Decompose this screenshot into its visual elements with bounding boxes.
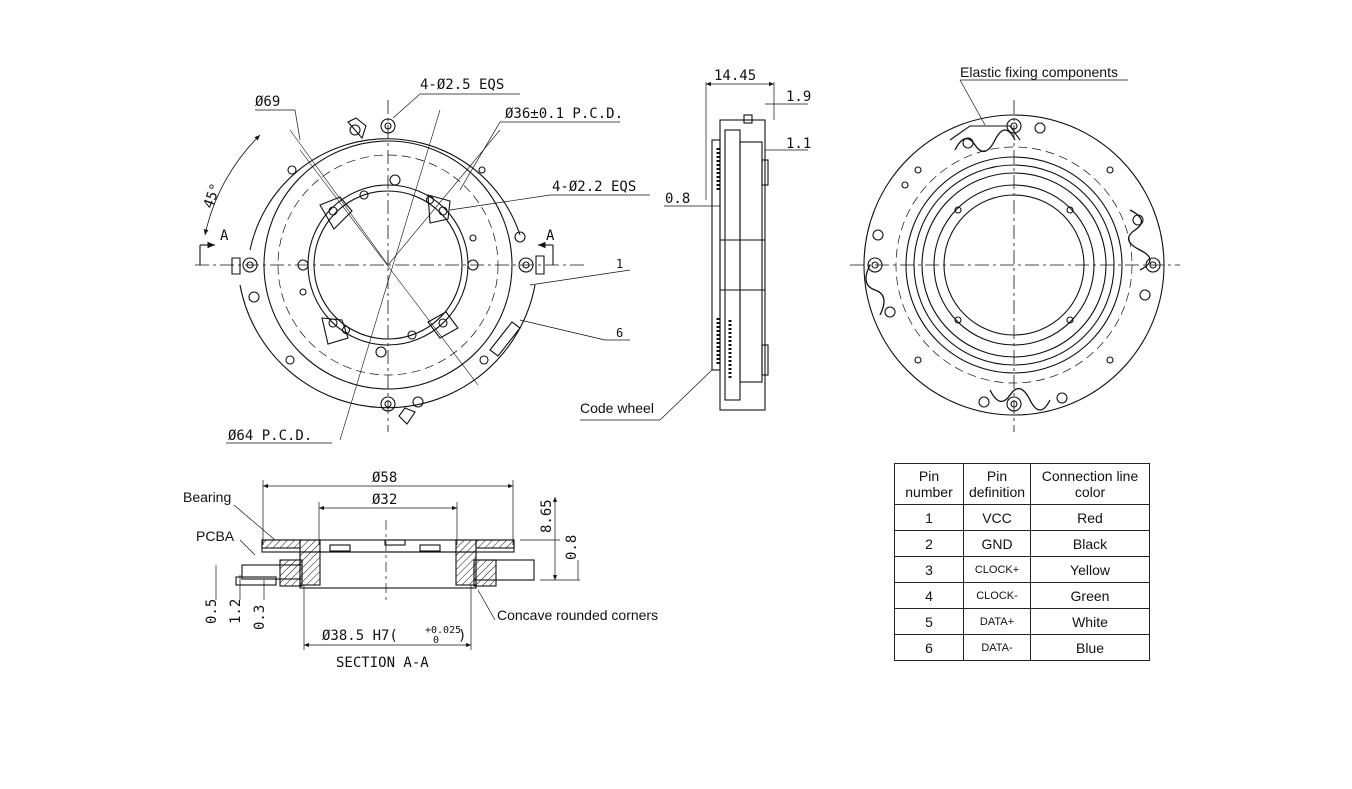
pcba-label: PCBA bbox=[196, 528, 235, 544]
pcd-64-label: Ø64 P.C.D. bbox=[228, 428, 312, 444]
concave-label: Concave rounded corners bbox=[497, 607, 658, 623]
section-marker-right: A bbox=[546, 228, 555, 244]
h03-label: 0.3 bbox=[252, 605, 268, 630]
dia-32-label: Ø32 bbox=[372, 492, 397, 508]
line-color-cell: Black bbox=[1030, 530, 1150, 557]
code-wheel-label: Code wheel bbox=[580, 400, 654, 416]
elastic-label: Elastic fixing components bbox=[960, 64, 1118, 80]
table-row: 6 DATA- Blue bbox=[894, 634, 1150, 661]
section-marker-left: A bbox=[220, 228, 229, 244]
section-view bbox=[215, 480, 580, 650]
pin-number-cell: 5 bbox=[894, 608, 964, 635]
side-view-labels: 14.45 1.9 1.1 0.8 Code wheel bbox=[580, 68, 811, 416]
callout-1: 1 bbox=[616, 257, 623, 271]
line-color-cell: Yellow bbox=[1030, 556, 1150, 583]
tol-lower: 0 bbox=[433, 635, 439, 646]
tol-upper: +0.025 bbox=[425, 625, 461, 636]
pin-number-cell: 2 bbox=[894, 530, 964, 557]
pcd-36-label: Ø36±0.1 P.C.D. bbox=[505, 106, 623, 122]
pin-definition-cell: GND bbox=[963, 530, 1031, 557]
back-view bbox=[850, 79, 1180, 432]
line-color-cell: Red bbox=[1030, 504, 1150, 531]
pin-number-cell: 1 bbox=[894, 504, 964, 531]
pin-definition-cell: CLOCK+ bbox=[963, 556, 1031, 583]
pin-number-cell: 3 bbox=[894, 556, 964, 583]
pin-definition-cell: VCC bbox=[963, 504, 1031, 531]
angle-label: 45° bbox=[201, 181, 225, 210]
h12-label: 1.2 bbox=[228, 599, 244, 624]
hole-eqs-small-label: 4-Ø2.2 EQS bbox=[552, 179, 636, 195]
back-view-labels: Elastic fixing components bbox=[960, 64, 1118, 80]
pin-number-cell: 6 bbox=[894, 634, 964, 661]
dim-11: 1.1 bbox=[786, 136, 811, 152]
pin-definition-cell: CLOCK- bbox=[963, 582, 1031, 609]
header-line-color: Connection line color bbox=[1030, 463, 1150, 505]
dim-08: 0.8 bbox=[665, 191, 690, 207]
bore-label: Ø38.5 H7( bbox=[322, 628, 398, 644]
header-pin-number: Pin number bbox=[894, 463, 964, 505]
pin-definition-cell: DATA+ bbox=[963, 608, 1031, 635]
section-view-labels: Ø58 Ø32 Bearing PCBA 8.65 0.8 0.5 1.2 0.… bbox=[183, 470, 658, 671]
bore-close: ) bbox=[458, 628, 466, 644]
callout-6: 6 bbox=[616, 326, 623, 340]
h865-label: 8.65 bbox=[539, 499, 555, 533]
pin-table: Pin number Pin definition Connection lin… bbox=[894, 463, 1150, 661]
pin-table-header: Pin number Pin definition Connection lin… bbox=[894, 463, 1150, 505]
line-color-cell: Blue bbox=[1030, 634, 1150, 661]
pin-number-cell: 4 bbox=[894, 582, 964, 609]
header-pin-definition: Pin definition bbox=[963, 463, 1031, 505]
outer-dia-label: Ø69 bbox=[255, 94, 280, 110]
width-dim: 14.45 bbox=[714, 68, 756, 84]
h05-label: 0.5 bbox=[204, 599, 220, 624]
hole-eqs-large-label: 4-Ø2.5 EQS bbox=[420, 77, 504, 93]
table-row: 5 DATA+ White bbox=[894, 608, 1150, 635]
h08-label: 0.8 bbox=[564, 535, 580, 560]
table-row: 1 VCC Red bbox=[894, 504, 1150, 531]
table-row: 3 CLOCK+ Yellow bbox=[894, 556, 1150, 583]
front-view bbox=[195, 93, 650, 444]
table-row: 2 GND Black bbox=[894, 530, 1150, 557]
front-view-labels: 4-Ø2.5 EQS Ø69 Ø36±0.1 P.C.D. 4-Ø2.2 EQS… bbox=[201, 77, 637, 444]
dim-19: 1.9 bbox=[786, 89, 811, 105]
pin-definition-cell: DATA- bbox=[963, 634, 1031, 661]
table-row: 4 CLOCK- Green bbox=[894, 582, 1150, 609]
side-view bbox=[580, 81, 808, 421]
line-color-cell: White bbox=[1030, 608, 1150, 635]
section-title: SECTION A-A bbox=[336, 655, 429, 671]
bearing-label: Bearing bbox=[183, 489, 231, 505]
dia-58-label: Ø58 bbox=[372, 470, 397, 486]
line-color-cell: Green bbox=[1030, 582, 1150, 609]
